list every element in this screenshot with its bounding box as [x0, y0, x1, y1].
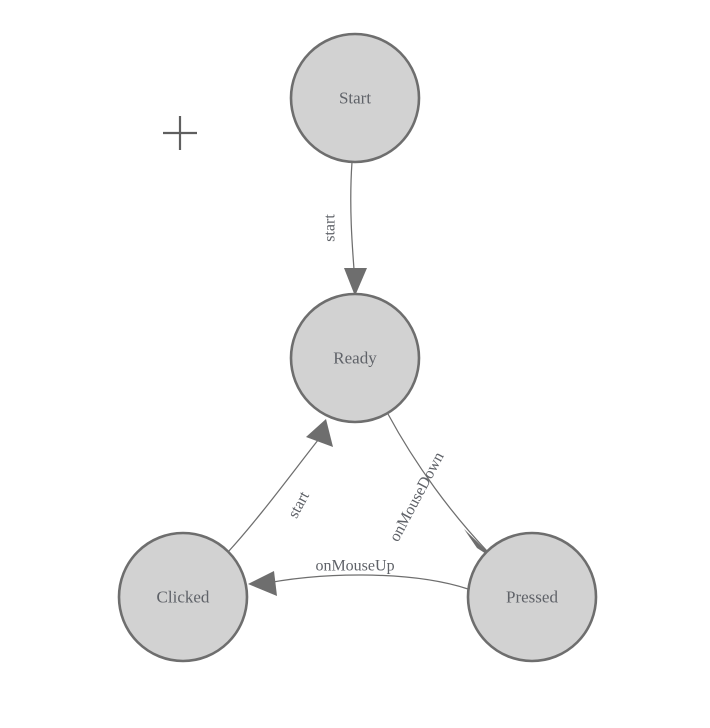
edge-path-pressed-to-clicked: [257, 574, 469, 590]
node-ready-label: Ready: [333, 349, 377, 368]
edge-label-start: start: [322, 214, 339, 242]
node-clicked-label: Clicked: [157, 588, 210, 607]
edge-path-ready-to-pressed: [387, 413, 488, 552]
edge-clicked-to-ready[interactable]: start: [227, 419, 333, 553]
edge-label-start-return: start: [285, 488, 313, 521]
node-start[interactable]: Start: [289, 32, 421, 164]
node-start-label: Start: [339, 89, 371, 108]
edge-path-start-to-ready: [350, 161, 356, 283]
crosshair-icon: [163, 116, 197, 150]
node-ready[interactable]: Ready: [289, 292, 421, 424]
edge-ready-to-pressed[interactable]: onMouseDown: [386, 413, 497, 561]
edge-pressed-to-clicked[interactable]: onMouseUp: [248, 558, 469, 597]
arrowhead-clicked-to-ready: [306, 419, 333, 447]
node-clicked[interactable]: Clicked: [117, 531, 249, 663]
edge-path-clicked-to-ready: [227, 434, 323, 553]
node-pressed-label: Pressed: [506, 588, 558, 607]
node-ready-circle[interactable]: [289, 292, 421, 424]
edge-label-onmouseup: onMouseUp: [315, 558, 394, 575]
node-clicked-circle[interactable]: [117, 531, 249, 663]
node-pressed[interactable]: Pressed: [466, 531, 598, 663]
node-start-circle[interactable]: [289, 32, 421, 164]
node-pressed-circle[interactable]: [466, 531, 598, 663]
arrowhead-start-to-ready: [344, 268, 367, 296]
edge-start-to-ready[interactable]: start: [322, 161, 368, 296]
arrowhead-pressed-to-clicked: [248, 571, 277, 596]
